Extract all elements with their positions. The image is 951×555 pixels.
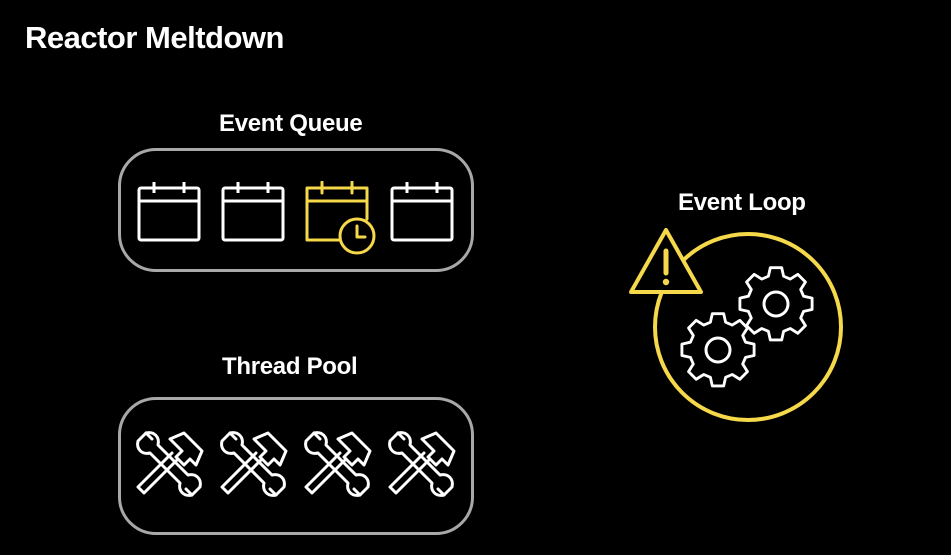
calendar-icon — [221, 181, 285, 243]
calendar-icon — [390, 181, 454, 243]
calendar-clock-icon — [305, 181, 379, 257]
gears-icon — [678, 264, 818, 388]
warning-icon — [627, 226, 705, 303]
event-loop-label: Event Loop — [678, 189, 806, 216]
calendar-icon — [137, 181, 201, 243]
thread-pool-label: Thread Pool — [222, 353, 358, 380]
diagram-title: Reactor Meltdown — [25, 20, 284, 55]
event-queue-label: Event Queue — [219, 110, 363, 137]
event-queue-container — [118, 148, 474, 272]
thread-pool-container — [118, 397, 474, 535]
hammer-wrench-icon — [216, 429, 290, 503]
hammer-wrench-icon — [384, 429, 458, 503]
hammer-wrench-icon — [300, 429, 374, 503]
event-loop-ring — [653, 232, 843, 422]
hammer-wrench-icon — [132, 429, 206, 503]
